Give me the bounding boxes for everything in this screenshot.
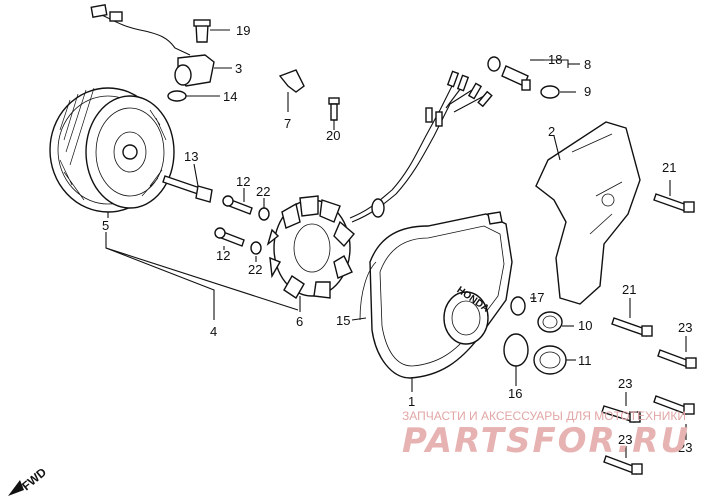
label-part-16: 16 <box>508 386 522 401</box>
label-part-8: 8 <box>584 57 591 72</box>
bolt-part-13 <box>162 175 213 203</box>
label-part-5: 5 <box>102 218 109 233</box>
cap-part-11 <box>533 345 567 375</box>
label-part-6: 6 <box>296 314 303 329</box>
label-part-23-d: 23 <box>618 432 632 447</box>
washer-part-9 <box>540 85 560 99</box>
label-part-4: 4 <box>210 324 217 339</box>
label-part-1: 1 <box>408 394 415 409</box>
bolt-part-20 <box>328 97 340 121</box>
label-part-12-upper: 12 <box>236 174 250 189</box>
leader-lines <box>105 29 687 458</box>
gasket-part-15 <box>359 261 377 321</box>
guard-part-2 <box>535 121 641 305</box>
bolt-part-21-upper <box>653 193 695 213</box>
label-part-22-upper: 22 <box>256 184 270 199</box>
left-crankcase-cover-part: HONDA <box>369 211 513 379</box>
label-part-11: 11 <box>578 353 592 368</box>
part-number-labels: 19 3 14 7 20 18 8 9 2 13 12 22 5 12 22 4… <box>102 23 692 455</box>
label-part-2: 2 <box>548 124 555 139</box>
washer-part-22-upper <box>258 207 270 221</box>
label-part-23-b: 23 <box>618 376 632 391</box>
label-part-9: 9 <box>584 84 591 99</box>
bolt-part-12-upper <box>222 195 253 215</box>
bolt-part-23-a <box>657 349 697 369</box>
label-part-22-lower: 22 <box>248 262 262 277</box>
watermark-logo: PARTSFOR.RU <box>402 421 690 461</box>
bolt-part-23-b <box>601 405 641 423</box>
label-part-21-lower: 21 <box>622 282 636 297</box>
bolt-part-23-d <box>603 455 643 475</box>
washer-part-22-lower <box>250 241 262 255</box>
bracket-part-7 <box>278 69 305 93</box>
label-part-13: 13 <box>184 149 198 164</box>
o-ring-part-16 <box>503 333 529 367</box>
label-part-15: 15 <box>336 313 350 328</box>
label-part-21-upper: 21 <box>662 160 676 175</box>
flywheel-part <box>49 87 175 213</box>
label-part-17: 17 <box>530 290 544 305</box>
fwd-arrow-indicator: FWD <box>8 465 49 496</box>
watermark: ЗАПЧАСТИ И АКСЕССУАРЫ ДЛЯ МОТОТЕХНИКИ PA… <box>402 409 690 461</box>
bolt-part-21-lower <box>611 317 653 337</box>
fwd-label: FWD <box>19 465 49 494</box>
label-part-23-a: 23 <box>678 320 692 335</box>
label-part-10: 10 <box>578 318 592 333</box>
bolt-part-12-lower <box>214 227 245 247</box>
label-part-19: 19 <box>236 23 250 38</box>
label-part-18: 18 <box>548 52 562 67</box>
watermark-tagline: ЗАПЧАСТИ И АКСЕССУАРЫ ДЛЯ МОТОТЕХНИКИ <box>402 409 686 423</box>
label-part-3: 3 <box>235 61 242 76</box>
pulser-generator-part <box>90 4 215 102</box>
stator-part <box>266 195 355 299</box>
label-part-7: 7 <box>284 116 291 131</box>
wire-harness <box>349 70 493 223</box>
bolt-part-23-c <box>653 395 695 415</box>
oil-seal-part-17 <box>510 296 526 316</box>
label-part-14: 14 <box>223 89 237 104</box>
bolt-part-18 <box>487 56 531 91</box>
label-part-12-lower: 12 <box>216 248 230 263</box>
cap-part-10 <box>537 311 563 333</box>
label-part-23-c: 23 <box>678 440 692 455</box>
label-part-20: 20 <box>326 128 340 143</box>
